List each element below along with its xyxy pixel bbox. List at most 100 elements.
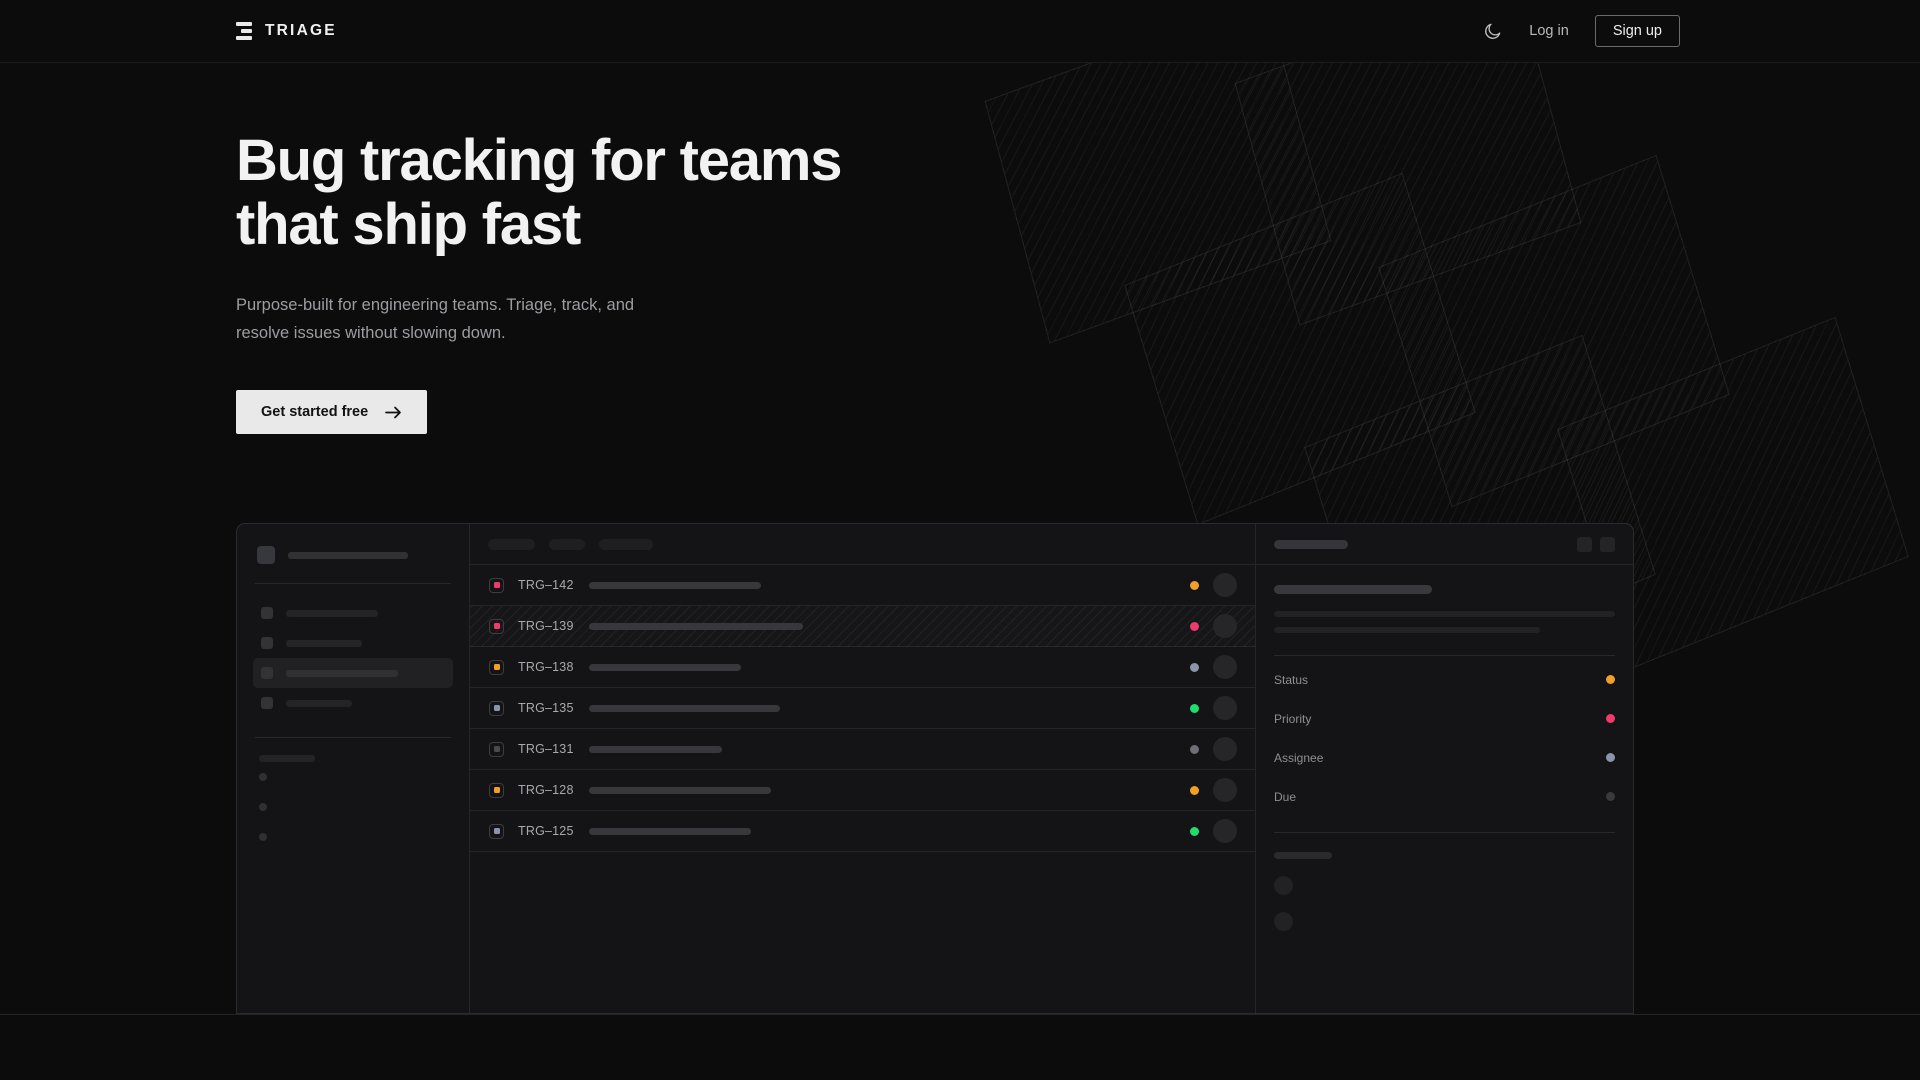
sidebar-mini-item-1[interactable]: [253, 792, 453, 822]
issue-id: TRG–142: [518, 578, 574, 592]
issue-title-placeholder: [589, 745, 722, 753]
detail-field-value-dot: [1606, 792, 1615, 801]
sidebar-nav-list: [253, 598, 453, 718]
sidebar-divider-top: [255, 583, 451, 584]
detail-field-label: Priority: [1274, 711, 1312, 726]
table-row[interactable]: TRG–128: [470, 770, 1255, 811]
sidebar-item-1[interactable]: [253, 628, 453, 658]
sidebar-item-0[interactable]: [253, 598, 453, 628]
list-filter-1[interactable]: [549, 538, 585, 550]
detail-field-value-dot: [1606, 714, 1615, 723]
row-meta: [1190, 696, 1237, 720]
detail-field-label: Assignee: [1274, 750, 1324, 765]
sidebar-mini-dot-icon: [259, 773, 267, 781]
issue-type-icon: [489, 741, 504, 757]
avatar: [1213, 573, 1237, 597]
sidebar-item-2[interactable]: [253, 658, 453, 688]
detail-field-value-dot: [1606, 675, 1615, 684]
subtext-line-1: Purpose-built for engineering teams. Tri…: [236, 295, 635, 314]
sidebar-item-label: [286, 609, 378, 617]
detail-action-button-0[interactable]: [1577, 536, 1592, 552]
issue-type-icon: [489, 700, 504, 716]
table-row[interactable]: TRG–138: [470, 647, 1255, 688]
row-meta: [1190, 614, 1237, 638]
sidebar-item-label: [286, 699, 352, 707]
sidebar-mini-item-2[interactable]: [253, 822, 453, 852]
detail-footer-label: [1274, 852, 1332, 859]
sidebar-mini-dot-icon: [259, 803, 267, 811]
row-meta: [1190, 737, 1237, 761]
avatar: [1213, 778, 1237, 802]
top-navigation-bar: TRIAGE Log in Sign up: [0, 0, 1920, 63]
mockup-sidebar: [237, 524, 470, 1013]
list-filter-2[interactable]: [599, 538, 653, 550]
detail-text-line: [1274, 611, 1615, 617]
status-badge: [1190, 826, 1199, 836]
detail-field-label: Status: [1274, 672, 1309, 687]
issue-type-icon: [489, 659, 504, 675]
detail-field-priority[interactable]: Priority: [1274, 703, 1615, 734]
detail-text-line: [1274, 627, 1540, 633]
issue-title-placeholder: [589, 827, 751, 835]
avatar: [1274, 912, 1293, 931]
row-meta: [1190, 819, 1237, 843]
table-row[interactable]: TRG–131: [470, 729, 1255, 770]
headline-line-2: that ship fast: [236, 191, 581, 257]
get-started-button[interactable]: Get started free: [236, 390, 428, 435]
sidebar-item-icon: [261, 607, 273, 619]
issue-title-placeholder: [589, 663, 741, 671]
signup-button[interactable]: Sign up: [1594, 14, 1680, 48]
issue-title-placeholder: [589, 704, 780, 712]
sidebar-item-3[interactable]: [253, 688, 453, 718]
detail-footer-avatars: [1274, 876, 1615, 931]
status-badge: [1190, 580, 1199, 590]
sidebar-item-icon: [261, 697, 273, 709]
brand-logo[interactable]: TRIAGE: [236, 22, 337, 40]
headline-line-1: Bug tracking for teams: [236, 128, 842, 193]
detail-field-value-dot: [1606, 753, 1615, 762]
table-row[interactable]: TRG–142: [470, 565, 1255, 606]
sidebar-divider-bottom: [255, 737, 451, 738]
avatar: [1213, 614, 1237, 638]
table-row[interactable]: TRG–125: [470, 811, 1255, 852]
status-badge: [1190, 621, 1199, 631]
avatar: [1213, 819, 1237, 843]
detail-field-due[interactable]: Due: [1274, 781, 1615, 812]
issue-title-placeholder: [589, 581, 761, 589]
sidebar-mini-item-0[interactable]: [253, 762, 453, 792]
avatar: [1213, 696, 1237, 720]
detail-header-title: [1274, 539, 1348, 549]
issue-title-placeholder: [589, 786, 771, 794]
row-meta: [1190, 573, 1237, 597]
avatar: [1213, 655, 1237, 679]
login-link[interactable]: Log in: [1529, 23, 1569, 39]
table-row[interactable]: TRG–139: [470, 606, 1255, 647]
detail-field-assignee[interactable]: Assignee: [1274, 742, 1615, 773]
issue-type-icon: [489, 577, 504, 593]
list-filter-toolbar: [470, 524, 1255, 565]
list-filter-0[interactable]: [488, 538, 535, 550]
status-badge: [1190, 703, 1199, 713]
issue-type-icon: [489, 618, 504, 634]
detail-footer-divider: [1274, 832, 1615, 833]
moon-icon[interactable]: [1483, 21, 1503, 41]
sidebar-logo-icon: [257, 546, 275, 564]
avatar: [1274, 876, 1293, 895]
cta-label: Get started free: [261, 404, 369, 421]
detail-field-label: Due: [1274, 789, 1297, 804]
sidebar-section-label: [253, 752, 453, 762]
status-badge: [1190, 662, 1199, 672]
hero-section: Bug tracking for teams that ship fast Pu…: [236, 63, 1920, 435]
issue-id: TRG–139: [518, 619, 574, 633]
sidebar-item-label: [286, 639, 362, 647]
detail-action-button-1[interactable]: [1600, 536, 1615, 552]
issue-id: TRG–131: [518, 742, 574, 756]
table-row[interactable]: TRG–135: [470, 688, 1255, 729]
detail-field-status[interactable]: Status: [1274, 664, 1615, 695]
page-title: Bug tracking for teams that ship fast: [236, 129, 996, 257]
